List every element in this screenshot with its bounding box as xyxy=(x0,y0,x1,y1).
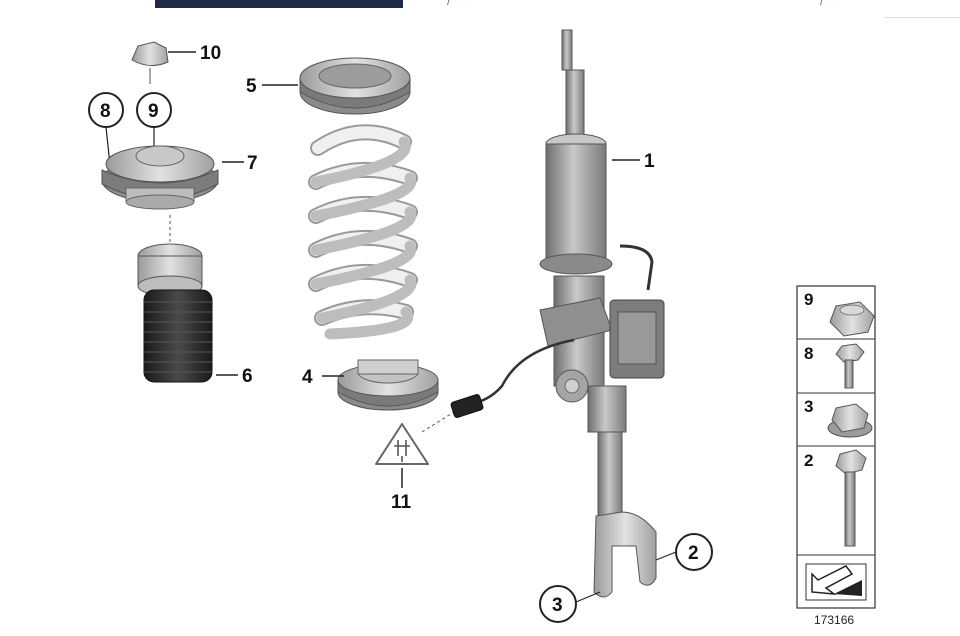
part-5-spring-seat-upper xyxy=(299,57,411,115)
top-mark-left: / xyxy=(447,0,451,8)
callout-2-circle: 2 xyxy=(675,533,713,571)
top-mark-right: / xyxy=(820,0,824,8)
leader-2 xyxy=(655,551,677,561)
callout-11: 11 xyxy=(391,492,412,513)
callout-3-circle: 3 xyxy=(539,585,577,623)
callout-4: 4 xyxy=(302,367,313,388)
part-6-boot xyxy=(137,243,213,383)
legend-label-9: 9 xyxy=(804,290,813,309)
callout-5: 5 xyxy=(246,76,257,97)
callout-2: 2 xyxy=(688,543,699,564)
callout-1: 1 xyxy=(644,151,655,172)
callout-7: 7 xyxy=(247,153,258,174)
legend-label-8: 8 xyxy=(804,344,813,363)
header-divider xyxy=(884,17,960,18)
reference-number: 173166 xyxy=(814,613,854,627)
callout-8: 8 xyxy=(100,101,111,122)
top-banner xyxy=(155,0,403,8)
callout-3: 3 xyxy=(552,595,563,616)
part-11-electrical-warning xyxy=(375,423,429,465)
legend-label-2: 2 xyxy=(804,451,813,470)
nut-icon xyxy=(829,301,875,337)
part-10-cap xyxy=(131,41,169,84)
callout-9-circle: 9 xyxy=(136,92,172,128)
callout-6: 6 xyxy=(242,366,253,387)
legend-label-3: 3 xyxy=(804,397,813,416)
part-1-shock-absorber xyxy=(450,29,665,598)
short-bolt-icon xyxy=(835,343,865,389)
coil-spring xyxy=(308,124,418,340)
arrow-icon xyxy=(805,563,867,601)
axis-line-11 xyxy=(421,411,455,433)
callout-9: 9 xyxy=(148,101,159,122)
fastener-legend: 9 8 3 2 xyxy=(796,285,876,609)
long-bolt-icon xyxy=(835,449,867,547)
part-7-top-mount xyxy=(101,145,219,210)
part-4-spring-seat-lower xyxy=(337,359,439,411)
callout-10: 10 xyxy=(200,43,221,64)
callout-8-circle: 8 xyxy=(88,92,124,128)
flange-nut-icon xyxy=(827,403,873,438)
leader-3 xyxy=(575,591,601,603)
